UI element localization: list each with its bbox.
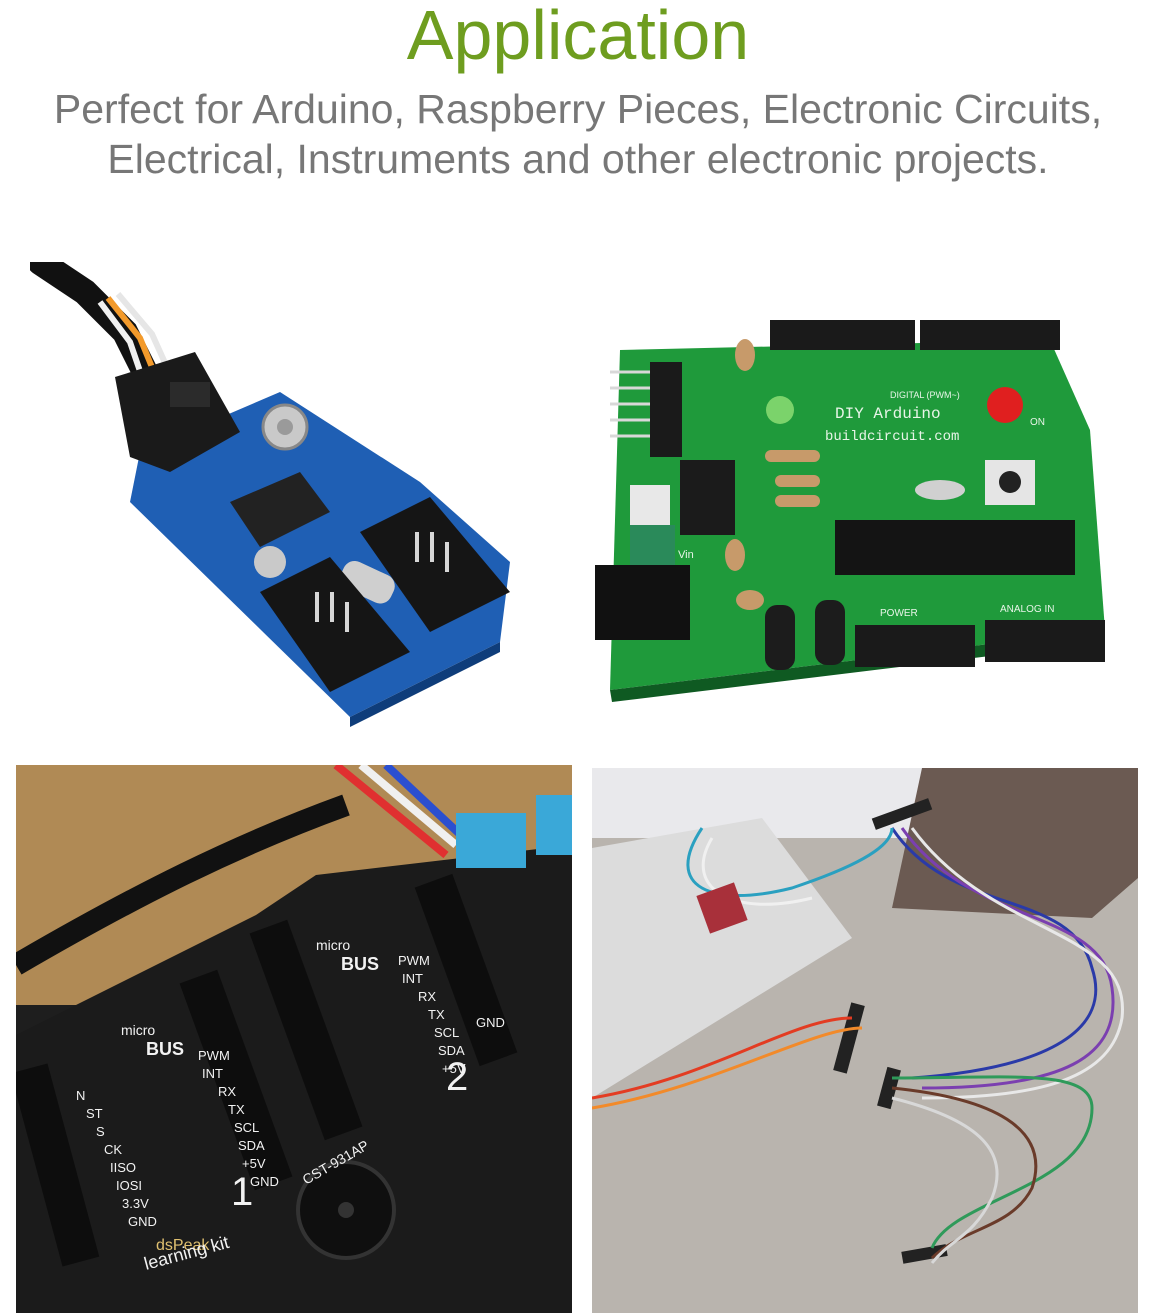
brand-line-1: DIY Arduino: [835, 405, 941, 423]
pin-header-bottom: [901, 1244, 948, 1264]
black-cable: [16, 794, 350, 975]
photo-dspeak-devboard: micro BUS micro BUS 1 2 CST-931AP dsPeak…: [16, 765, 572, 1313]
grey-wire: [115, 292, 173, 376]
slot-number-1: 1: [231, 1170, 253, 1214]
label-digital: DIGITAL (PWM~): [890, 390, 960, 400]
voltage-regulator: [680, 460, 735, 535]
svg-text:INT: INT: [202, 1066, 223, 1081]
svg-text:N: N: [76, 1088, 85, 1103]
header-slot-1: [179, 969, 293, 1191]
devboard-illustration: micro BUS micro BUS 1 2 CST-931AP dsPeak…: [16, 765, 572, 1313]
terminal-block-blue: [456, 813, 526, 868]
pin-labels-far: N ST S CK IISO IOSI 3.3V GND: [76, 1088, 157, 1229]
analog-header: [985, 620, 1105, 662]
svg-text:RX: RX: [418, 989, 436, 1004]
arduino-illustration: DIY Arduino buildcircuit.com DIGITAL (PW…: [595, 320, 1105, 702]
svg-text:ST: ST: [86, 1106, 103, 1121]
label-vin: Vin: [678, 549, 694, 561]
terminal-block: [630, 525, 675, 565]
green-pcb: [610, 340, 1105, 690]
wooden-box: [892, 768, 1138, 918]
usb-splitter-illustration: [30, 262, 510, 727]
green-led: [766, 396, 794, 424]
label-bus-1: BUS: [146, 1039, 184, 1059]
svg-text:GND: GND: [476, 1015, 505, 1030]
capacitor-2: [815, 600, 845, 665]
label-on: ON: [1030, 417, 1045, 428]
svg-text:PWM: PWM: [198, 1048, 230, 1063]
black-pcb: [16, 845, 572, 1313]
photo-jumper-wires: [592, 768, 1138, 1313]
svg-text:IISO: IISO: [110, 1160, 136, 1175]
jumper-wires: [592, 827, 1124, 1264]
svg-text:TX: TX: [228, 1102, 245, 1117]
brand-line-2: buildcircuit.com: [825, 429, 959, 445]
pin-header-middle: [833, 1002, 865, 1074]
svg-text:SCL: SCL: [234, 1120, 259, 1135]
output-header-2: [260, 557, 410, 692]
dc-jack: [595, 565, 690, 640]
svg-text:GND: GND: [250, 1174, 279, 1189]
switch: [696, 882, 748, 934]
ic-socket: [835, 520, 1075, 575]
jumper-wires-illustration: [592, 768, 1138, 1313]
header-slot-2: [414, 873, 518, 1067]
svg-text:SCL: SCL: [434, 1025, 459, 1040]
svg-text:S: S: [96, 1124, 105, 1139]
photo-diy-arduino: DIY Arduino buildcircuit.com DIGITAL (PW…: [590, 300, 1110, 710]
svg-text:RX: RX: [218, 1084, 236, 1099]
brand-label: dsPeak: [156, 1237, 210, 1254]
capacitor-1: [765, 605, 795, 670]
subtitle-line-2: Electrical, Instruments and other electr…: [107, 136, 1049, 182]
svg-text:PWM: PWM: [398, 953, 430, 968]
output-header-1: [360, 497, 510, 632]
label-micro-2: micro: [316, 937, 350, 953]
crystal: [340, 560, 395, 604]
page-subtitle: Perfect for Arduino, Raspberry Pieces, E…: [0, 84, 1156, 184]
power-header: [855, 625, 975, 667]
serial-header: [650, 362, 682, 457]
header-slot-far: [16, 1063, 100, 1267]
crystal: [915, 480, 965, 500]
svg-text:+5V: +5V: [242, 1156, 266, 1171]
pin-header-top: [871, 798, 933, 830]
svg-text:IOSI: IOSI: [116, 1178, 142, 1193]
ic-chip: [230, 472, 330, 547]
subtitle-line-1: Perfect for Arduino, Raspberry Pieces, E…: [53, 86, 1103, 132]
slot-number-2: 2: [446, 1055, 468, 1099]
pin-labels-left: PWM INT RX TX SCL SDA +5V GND: [198, 1048, 279, 1189]
red-led: [987, 387, 1023, 423]
digital-header-2: [920, 320, 1060, 350]
svg-text:CK: CK: [104, 1142, 122, 1157]
black-cable: [30, 262, 158, 385]
svg-text:GND: GND: [128, 1214, 157, 1229]
blue-pcb: [130, 392, 510, 717]
svg-text:INT: INT: [402, 971, 423, 986]
label-power: POWER: [880, 608, 918, 619]
orange-wire: [105, 296, 159, 379]
header-slot-1b: [249, 919, 363, 1141]
label-analog: ANALOG IN: [1000, 604, 1054, 615]
white-wire: [97, 300, 145, 378]
digital-header-1: [770, 320, 915, 350]
label-micro-1: micro: [121, 1022, 155, 1038]
svg-text:TX: TX: [428, 1007, 445, 1022]
svg-text:SDA: SDA: [438, 1043, 465, 1058]
photo-usb-header-splitter: [30, 262, 540, 730]
page-title: Application: [406, 0, 750, 74]
svg-text:SDA: SDA: [238, 1138, 265, 1153]
pin-labels-right: PWM INT RX TX SCL SDA +5V GND: [398, 953, 505, 1076]
label-bus-2: BUS: [341, 954, 379, 974]
svg-text:3.3V: 3.3V: [122, 1196, 149, 1211]
svg-text:+5V: +5V: [442, 1061, 466, 1076]
